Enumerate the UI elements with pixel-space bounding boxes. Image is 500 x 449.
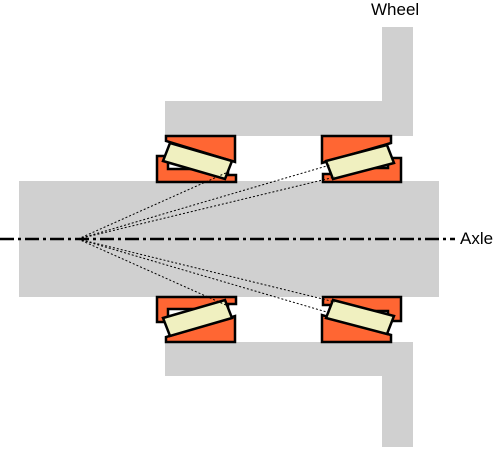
- wheel-hub-lower: [165, 342, 413, 447]
- bearing-roller: [161, 298, 234, 338]
- bearing-upper-left: [155, 134, 238, 184]
- contact-lines: [77, 164, 336, 314]
- contact-line: [77, 176, 336, 240]
- axle-label: Axle: [460, 229, 494, 248]
- bearing-roller: [324, 143, 396, 181]
- contact-line: [77, 171, 229, 240]
- bearing-cup: [164, 134, 237, 164]
- bearing-lower-left: [155, 295, 238, 344]
- contact-line: [77, 238, 336, 303]
- bearing-roller: [161, 141, 234, 181]
- wheel-hub-upper: [165, 27, 413, 136]
- contact-line: [77, 238, 229, 307]
- wheel-label: Wheel: [371, 0, 420, 19]
- bearing-upper-right: [320, 134, 403, 184]
- bearing-lower-right: [320, 295, 403, 344]
